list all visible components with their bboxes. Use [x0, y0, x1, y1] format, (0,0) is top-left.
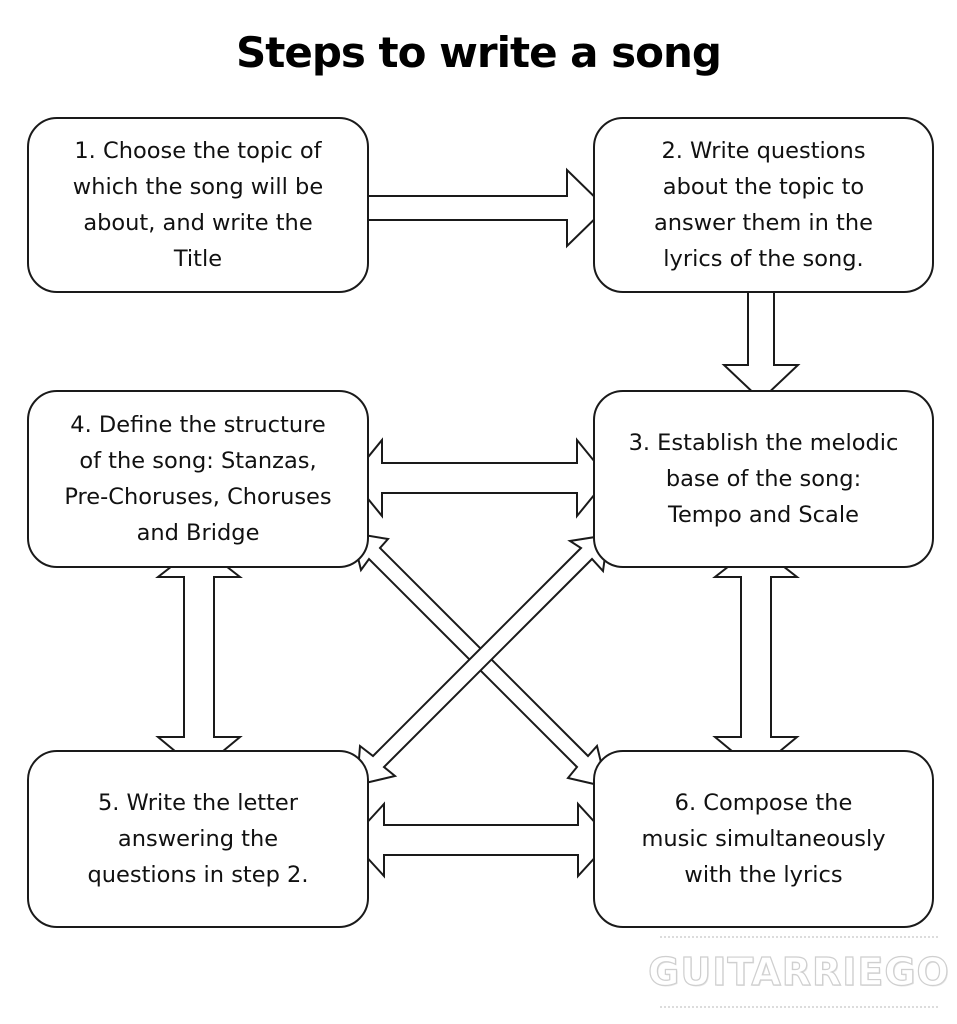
step-3-box: 3. Establish the melodic base of the son…	[593, 390, 934, 568]
step-4-line: of the song: Stanzas,	[79, 448, 317, 474]
step-5-line: 5. Write the letter	[97, 790, 299, 816]
step-1-box: 1. Choose the topic of which the song wi…	[27, 117, 369, 293]
arrow-step3-step6	[712, 543, 800, 773]
step-5-box: 5. Write the letter answering the questi…	[27, 750, 369, 928]
step-4-text: 4. Define the structure of the song: Sta…	[64, 407, 331, 551]
step-2-line: lyrics of the song.	[663, 246, 864, 272]
step-1-line: which the song will be	[72, 174, 324, 200]
step-4-line: 4. Define the structure	[70, 412, 326, 438]
arrow-step4-step5	[155, 543, 243, 773]
step-4-line: and Bridge	[136, 520, 260, 546]
step-6-line: 6. Compose the	[674, 790, 853, 816]
step-6-line: music simultaneously	[641, 826, 886, 852]
arrow-step2-to-step3	[721, 277, 801, 402]
step-1-line: 1. Choose the topic of	[74, 138, 322, 164]
step-2-line: answer them in the	[653, 210, 873, 236]
step-2-text: 2. Write questions about the topic to an…	[654, 133, 873, 277]
step-6-text: 6. Compose the music simultaneously with…	[641, 785, 885, 893]
step-3-text: 3. Establish the melodic base of the son…	[629, 425, 899, 533]
watermark-text: GUITARRIEGO	[648, 949, 950, 994]
step-1-line: about, and write the	[83, 210, 313, 236]
step-5-line: answering the	[117, 826, 279, 852]
step-2-line: about the topic to	[662, 174, 865, 200]
step-2-line: 2. Write questions	[661, 138, 866, 164]
step-3-line: 3. Establish the melodic	[628, 430, 899, 456]
step-1-text: 1. Choose the topic of which the song wi…	[73, 133, 323, 277]
step-3-line: base of the song:	[665, 466, 862, 492]
step-2-box: 2. Write questions about the topic to an…	[593, 117, 934, 293]
diagram-title: Steps to write a song	[236, 28, 722, 77]
step-4-box: 4. Define the structure of the song: Sta…	[27, 390, 369, 568]
guitarriego-watermark: GUITARRIEGO	[648, 936, 949, 1008]
step-5-text: 5. Write the letter answering the questi…	[87, 785, 308, 893]
arrow-step1-to-step2	[357, 167, 608, 249]
step-5-line: questions in step 2.	[87, 862, 309, 888]
step-3-line: Tempo and Scale	[668, 502, 859, 528]
arrow-step4-step3	[349, 437, 610, 519]
step-1-line: Title	[173, 246, 223, 272]
step-6-line: with the lyrics	[684, 862, 843, 888]
arrow-step5-step6	[349, 801, 613, 879]
step-6-box: 6. Compose the music simultaneously with…	[593, 750, 934, 928]
step-4-line: Pre-Choruses, Choruses	[64, 484, 332, 510]
